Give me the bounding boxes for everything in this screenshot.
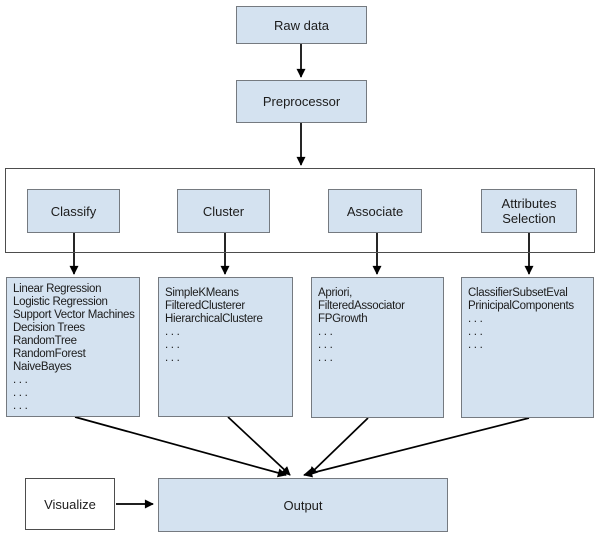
list-item: RandomTree xyxy=(13,335,77,347)
list-item: FilteredAssociator xyxy=(318,300,405,312)
arrow-attrsellist-to-output xyxy=(303,417,530,478)
list-item: Decision Trees xyxy=(13,322,85,334)
output-box: Output xyxy=(158,478,448,532)
raw-data-box: Raw data xyxy=(236,6,367,44)
list-item: . . . xyxy=(318,339,333,351)
list-item: . . . xyxy=(468,326,483,338)
raw-data-label: Raw data xyxy=(274,17,329,33)
list-item: Linear Regression xyxy=(13,283,102,295)
list-item: FPGrowth xyxy=(318,313,368,325)
attributes-selection-label: Attributes Selection xyxy=(501,196,557,226)
list-item: ClassifierSubsetEval xyxy=(468,287,568,299)
arrow-clusterlist-to-output xyxy=(227,416,291,476)
category-box-cluster: Cluster xyxy=(177,189,270,233)
list-item: NaiveBayes xyxy=(13,361,72,373)
list-item: . . . xyxy=(165,326,180,338)
category-box-associate: Associate xyxy=(328,189,422,233)
category-box-classify: Classify xyxy=(27,189,120,233)
list-item: HierarchicalClustere xyxy=(165,313,263,325)
list-item: . . . xyxy=(318,352,333,364)
list-item: Apriori, xyxy=(318,287,353,299)
list-item: . . . xyxy=(13,374,28,386)
preprocessor-label: Preprocessor xyxy=(262,94,341,109)
category-box-attributes-selection: Attributes Selection xyxy=(481,189,577,233)
visualize-label: Visualize xyxy=(44,496,96,512)
arrow-associatelist-to-output xyxy=(308,417,369,476)
preprocessor-box: Preprocessor xyxy=(236,80,367,123)
list-item: . . . xyxy=(468,339,483,351)
list-item: Logistic Regression xyxy=(13,296,108,308)
list-item: SimpleKMeans xyxy=(165,287,239,299)
output-label: Output xyxy=(283,497,323,513)
arrow-classifylist-to-output xyxy=(74,416,287,478)
list-item: PrinicipalComponents xyxy=(468,300,574,312)
list-item: . . . xyxy=(165,352,180,364)
list-item: . . . xyxy=(13,400,28,412)
list-item: . . . xyxy=(13,387,28,399)
list-item: . . . xyxy=(165,339,180,351)
list-item: . . . xyxy=(468,313,483,325)
list-item: RandomForest xyxy=(13,348,86,360)
visualize-box: Visualize xyxy=(25,478,115,530)
associate-label: Associate xyxy=(346,203,404,219)
list-item: FilteredClusterer xyxy=(165,300,245,312)
cluster-label: Cluster xyxy=(202,203,245,219)
list-item: Support Vector Machines xyxy=(13,309,135,321)
list-item: . . . xyxy=(318,326,333,338)
classify-label: Classify xyxy=(50,203,97,219)
category-panel xyxy=(5,168,595,253)
